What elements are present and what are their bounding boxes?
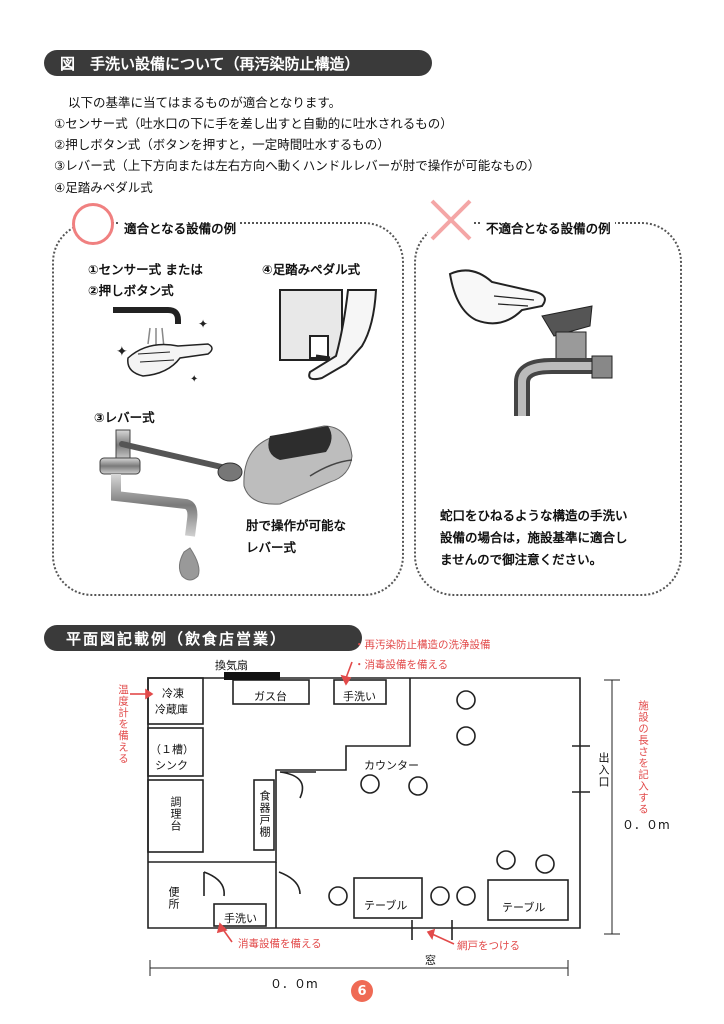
counter-label: カウンター — [364, 759, 419, 772]
entrance-label: 出入口 — [597, 752, 610, 788]
pedal-illustration — [279, 289, 378, 381]
bad-note-1: 蛇口をひねるような構造の手洗い — [440, 508, 628, 523]
dimension-vertical: ０．０m — [622, 818, 670, 832]
criterion-lever: ③レバー式（上下方向または左右方向へ動くハンドルレバーが肘で操作が可能なもの） — [54, 158, 541, 173]
annotation-top-1: ・再汚染防止構造の洗浄設備 — [354, 639, 491, 651]
toilet-label: 便所 — [167, 886, 180, 910]
bad-note-3: ませんので御注意ください。 — [440, 552, 603, 567]
section-title-text: 平面図記載例（飲食店営業） — [66, 629, 288, 648]
lever-label: ③レバー式 — [94, 410, 155, 425]
dish-cabinet-label: 食器戸棚 — [258, 790, 271, 838]
window-label: 窓 — [425, 954, 436, 967]
annotation-top-2: ・消毒設備を備える — [354, 659, 449, 671]
table-label-1: テーブル — [364, 899, 408, 912]
gas-stove-label: ガス台 — [254, 690, 287, 703]
twist-faucet-illustration — [448, 269, 613, 416]
page-number-badge: 6 — [351, 980, 373, 1002]
lever-faucet-illustration — [99, 429, 243, 581]
handwash-toilet-label: 手洗い — [224, 912, 257, 925]
ventilation-fan-label: 換気扇 — [215, 659, 248, 672]
lever-note-2: レバー式 — [246, 540, 297, 555]
bad-heading: 不適合となる設備の例 — [482, 218, 615, 237]
lever-note-1: 肘で操作が可能な — [246, 518, 347, 533]
dimension-horizontal: ０．０m — [270, 977, 318, 991]
elbow-illustration — [243, 425, 353, 505]
section-title-floorplan: 平面図記載例（飲食店営業） — [44, 625, 362, 651]
sensor-label: ①センサー式 または — [88, 262, 203, 277]
svg-text:✦: ✦ — [198, 317, 208, 331]
button-label: ②押しボタン式 — [88, 283, 174, 298]
floor-plan — [130, 661, 620, 976]
table-label-2: テーブル — [502, 901, 546, 914]
page-number: 6 — [357, 983, 367, 999]
svg-text:✦: ✦ — [190, 374, 198, 385]
section-title-handwash: 図 手洗い設備について（再汚染防止構造） — [44, 50, 432, 76]
good-heading: 適合となる設備の例 — [120, 218, 241, 237]
annotation-thermometer: 温度計を備える — [117, 684, 129, 765]
criterion-sensor: ①センサー式（吐水口の下に手を差し出すと自動的に吐水されるもの） — [54, 116, 453, 131]
pedal-label: ④足踏みペダル式 — [262, 262, 361, 277]
cross-ng-icon — [428, 197, 474, 243]
sink-label-2: シンク — [155, 759, 188, 772]
criterion-pedal: ④足踏みペダル式 — [54, 180, 153, 195]
annotation-facility-length: 施設の長さを記入する — [637, 700, 649, 815]
svg-text:✦: ✦ — [116, 344, 128, 360]
circle-ok-icon — [72, 203, 114, 245]
freezer-label-1: 冷凍 — [162, 687, 184, 700]
annotation-screen-door: 網戸をつける — [457, 940, 520, 952]
section-title-text: 図 手洗い設備について（再汚染防止構造） — [60, 54, 360, 73]
freezer-label-2: 冷蔵庫 — [155, 703, 188, 716]
intro-text: 以下の基準に当てはまるものが適合となります。 — [68, 95, 342, 110]
criterion-button: ②押しボタン式（ボタンを押すと，一定時間吐水するもの） — [54, 137, 390, 152]
sensor-faucet-illustration: ✦ ✦ ✦ — [113, 307, 213, 385]
sink-label-1: （１槽） — [150, 743, 194, 756]
bad-note-2: 設備の場合は，施設基準に適合し — [440, 530, 628, 545]
cooking-table-label: 調理台 — [169, 796, 182, 832]
annotation-disinfect-bottom: 消毒設備を備える — [238, 938, 322, 950]
handwash-kitchen-label: 手洗い — [343, 690, 376, 703]
